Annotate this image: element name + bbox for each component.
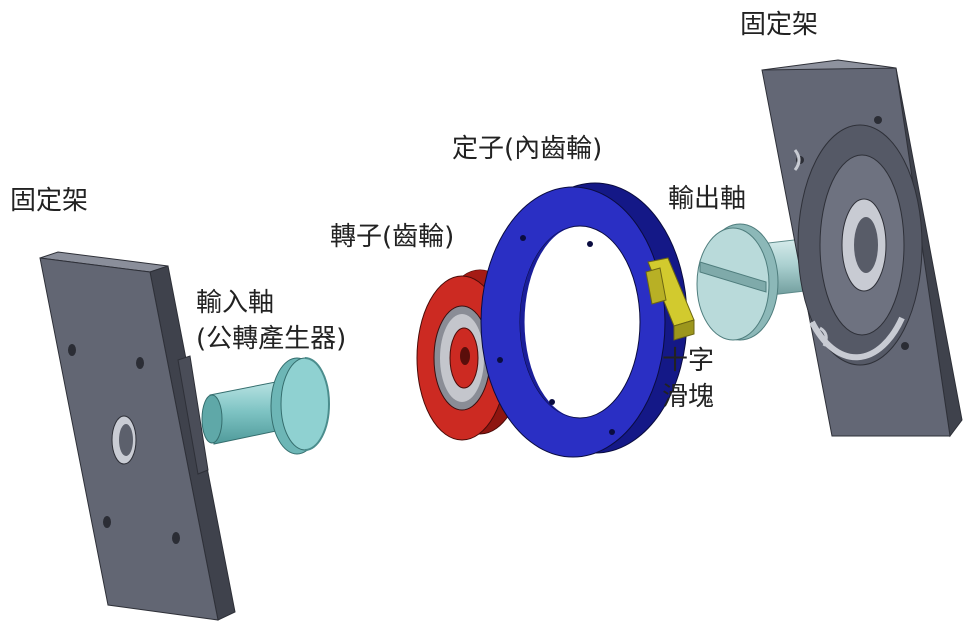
left-bracket-slot: [177, 355, 209, 475]
left-bracket-hole: [172, 532, 180, 544]
stator-hole: [520, 235, 526, 241]
stator-internal-gear: [480, 182, 688, 458]
right-bracket: [761, 59, 963, 438]
label-rotor: 轉子(齒輪): [330, 222, 455, 252]
right-bracket-hole: [901, 342, 909, 350]
label-left-bracket: 固定架: [10, 186, 89, 216]
label-input-shaft: 輸入軸: [196, 288, 275, 318]
label-right-bracket: 固定架: [740, 10, 819, 40]
left-bracket-hole: [103, 516, 111, 528]
label-cross-slider: 十字: [662, 346, 715, 376]
left-bracket-hole: [68, 344, 76, 356]
right-bracket-hole: [874, 116, 882, 124]
label-output-shaft: 輸出軸: [668, 184, 747, 214]
stator-hole: [497, 357, 503, 363]
label-input-shaft-note: (公轉產生器): [196, 324, 347, 354]
stator-hole: [587, 241, 593, 247]
cross-slider: [645, 257, 695, 341]
input-shaft: [201, 357, 330, 455]
stator-hole: [549, 399, 555, 405]
label-stator: 定子(內齒輪): [452, 134, 603, 164]
left-bracket-hole: [136, 357, 144, 369]
stator-hole: [609, 429, 615, 435]
label-cross-slider-2: 滑塊: [662, 382, 715, 412]
left-bracket: [39, 251, 236, 621]
